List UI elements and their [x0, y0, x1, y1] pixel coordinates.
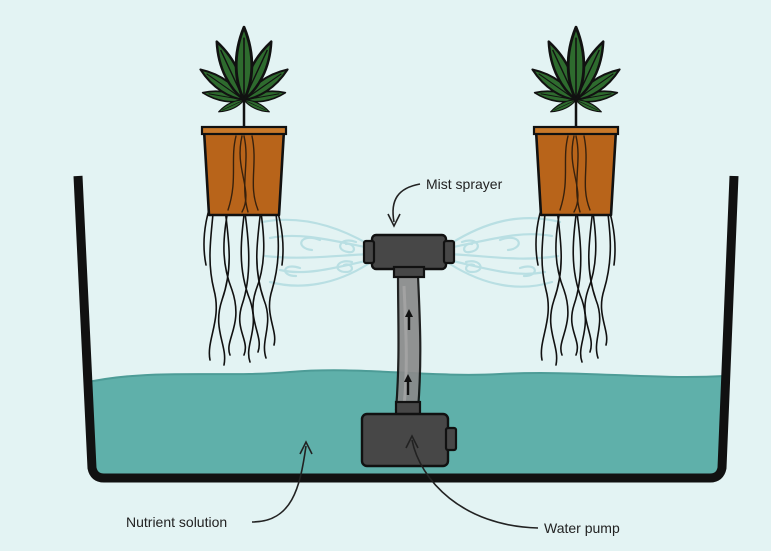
mist-spray-left [260, 218, 372, 287]
water-pump-label: Water pump [544, 520, 620, 536]
mist-spray-right [446, 217, 562, 288]
nutrient-solution-callout [251, 445, 307, 523]
nutrient-solution-callout-arrowhead [299, 440, 313, 455]
water-pump [360, 400, 458, 468]
mist-sprayer-label: Mist sprayer [426, 176, 503, 192]
water-pump-callout [411, 439, 539, 529]
mist-sprayer-callout [392, 183, 421, 223]
container-wall [73, 175, 739, 483]
water-pump-callout-arrowhead [405, 434, 419, 449]
mist-sprayer [362, 233, 456, 279]
mist-sprayer-callout-arrowhead [387, 213, 401, 228]
nutrient-solution-label: Nutrient solution [126, 514, 227, 530]
delivery-tube [394, 274, 422, 412]
